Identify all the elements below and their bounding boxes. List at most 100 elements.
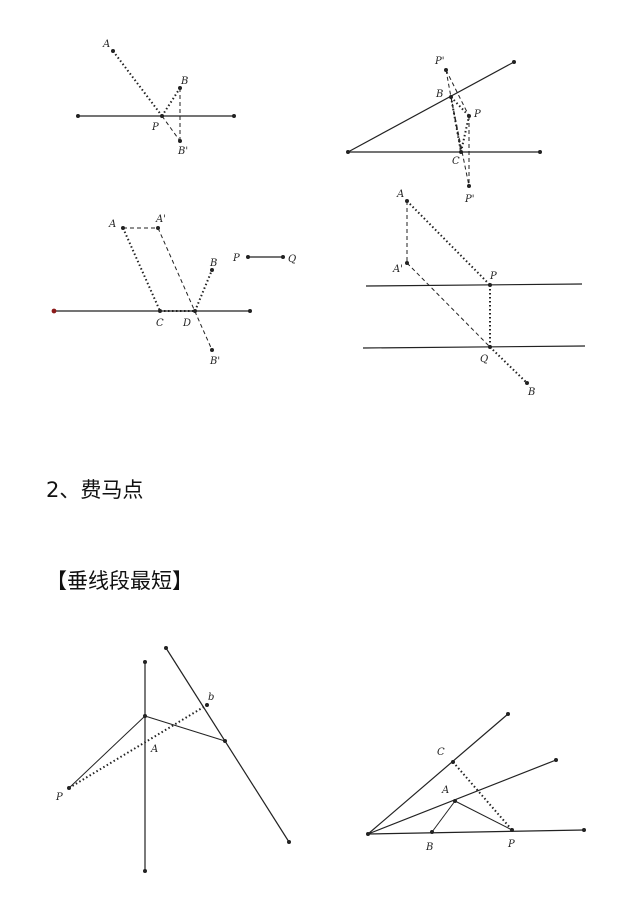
- point: [178, 139, 182, 143]
- point: [525, 381, 529, 385]
- dot-A-C: [122, 227, 161, 312]
- ray-middle: [367, 759, 557, 835]
- ray-lower: [367, 829, 585, 835]
- label-P: P: [489, 271, 497, 282]
- seg-vertex-slant: [144, 715, 226, 742]
- link-P-B1: [161, 115, 181, 142]
- figure-6: C A B P: [366, 712, 586, 853]
- point: [366, 832, 370, 836]
- point: [121, 226, 125, 230]
- point: [143, 714, 147, 718]
- dot-B-P: [450, 96, 470, 117]
- figure-1: A B P B': [76, 39, 236, 157]
- point: [444, 68, 448, 72]
- point: [143, 869, 147, 873]
- point: [76, 114, 80, 118]
- point: [449, 95, 453, 99]
- seg-B-A: [431, 800, 456, 833]
- point: [510, 828, 514, 832]
- point: [554, 758, 558, 762]
- ray-upper: [367, 713, 509, 835]
- label-D: D: [182, 318, 191, 329]
- endpoint-red: [51, 308, 57, 314]
- dot-C-P: [460, 115, 470, 153]
- seg-A-P: [454, 800, 513, 831]
- ray-upper: [347, 61, 515, 153]
- section-heading: 2、费马点: [46, 478, 144, 502]
- label-P-prime-bottom: P': [464, 194, 474, 205]
- label-P: P: [473, 109, 481, 120]
- point: [193, 309, 197, 313]
- point: [111, 49, 115, 53]
- label-A-prime: A': [155, 214, 166, 225]
- point: [158, 309, 162, 313]
- point: [143, 660, 147, 664]
- path-P-B: [161, 87, 181, 117]
- point: [178, 86, 182, 90]
- point: [488, 283, 492, 287]
- point: [246, 255, 250, 259]
- label-C: C: [452, 156, 460, 167]
- point: [467, 184, 471, 188]
- point: [405, 261, 409, 265]
- subsection-heading: 【垂线段最短】: [46, 569, 193, 593]
- label-B: B: [527, 387, 535, 398]
- figure-3: A A' B P Q C D B': [51, 214, 296, 367]
- point: [453, 799, 457, 803]
- label-C: C: [437, 747, 445, 758]
- label-P: P: [55, 792, 63, 803]
- label-B-prime: B': [209, 356, 220, 367]
- label-Q: Q: [288, 254, 296, 265]
- path-A-P: [112, 50, 163, 117]
- label-A-prime: A': [392, 264, 403, 275]
- dash-A1-Q: [406, 262, 491, 348]
- label-b: b: [208, 692, 214, 703]
- label-C: C: [156, 318, 164, 329]
- point: [582, 828, 586, 832]
- point: [405, 199, 409, 203]
- label-A: A: [441, 785, 449, 796]
- label-A: A: [102, 39, 110, 50]
- slant-line: [165, 647, 290, 843]
- point: [156, 226, 160, 230]
- label-B-prime: B': [177, 146, 188, 157]
- seg-P-vertex: [68, 715, 146, 789]
- label-A: A: [150, 744, 158, 755]
- dash-P1-P: [445, 69, 470, 117]
- label-B: B: [435, 89, 443, 100]
- point: [210, 268, 214, 272]
- point: [223, 739, 227, 743]
- point: [459, 150, 463, 154]
- dot-Q-B: [489, 346, 528, 384]
- label-B: B: [209, 258, 217, 269]
- label-A: A: [396, 189, 404, 200]
- point: [160, 114, 164, 118]
- dot-D-B: [194, 269, 213, 312]
- point: [67, 786, 71, 790]
- point: [512, 60, 516, 64]
- upper-line: [365, 283, 583, 287]
- figure-2: P' B P C P': [346, 56, 542, 205]
- label-P: P: [151, 122, 159, 133]
- figure-5: b A P: [55, 646, 291, 873]
- lower-line: [362, 345, 586, 349]
- dot-P-b: [68, 704, 208, 789]
- point: [210, 348, 214, 352]
- label-P: P: [232, 253, 240, 264]
- dash-B-P2: [450, 96, 470, 187]
- point: [205, 703, 209, 707]
- dot-C-P: [452, 761, 513, 831]
- figure-4: A A' P Q B: [362, 189, 586, 398]
- point: [538, 150, 542, 154]
- point: [467, 114, 471, 118]
- point: [248, 309, 252, 313]
- point: [287, 840, 291, 844]
- point: [430, 830, 434, 834]
- point: [451, 760, 455, 764]
- point: [281, 255, 285, 259]
- dot-A-P: [406, 200, 491, 286]
- point: [506, 712, 510, 716]
- point: [488, 345, 492, 349]
- label-B: B: [425, 842, 433, 853]
